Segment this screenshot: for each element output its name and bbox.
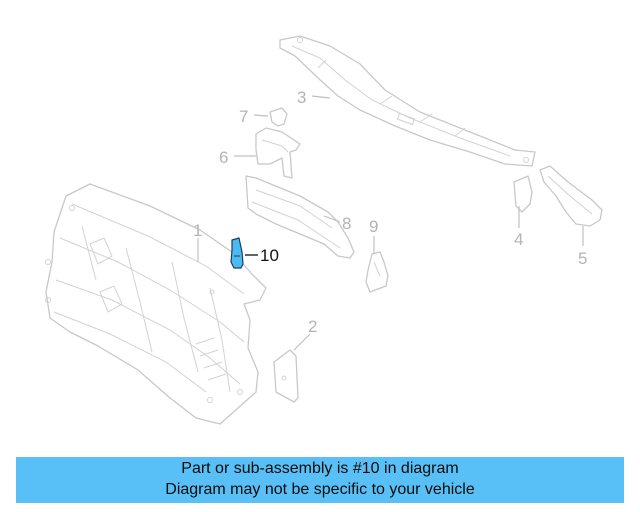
callout-6: 6 <box>219 148 228 167</box>
banner-line-1: Part or sub-assembly is #10 in diagram <box>181 460 459 477</box>
callout-4: 4 <box>514 230 523 249</box>
part-5-side-support <box>539 165 603 227</box>
callout-5: 5 <box>578 249 587 268</box>
part-1-radiator-support <box>45 183 267 425</box>
callout-2: 2 <box>308 317 317 336</box>
callout-3: 3 <box>297 88 306 107</box>
part-6-bracket <box>255 127 301 179</box>
callout-10: 10 <box>260 246 279 265</box>
leader-lines <box>197 95 584 351</box>
banner-line-2: Diagram may not be specific to your vehi… <box>165 481 475 498</box>
part-10-highlighted <box>230 237 244 269</box>
info-banner: Part or sub-assembly is #10 in diagram D… <box>16 457 624 503</box>
callout-7: 7 <box>239 107 248 126</box>
callout-1: 1 <box>193 221 202 240</box>
part-9-bracket <box>365 251 389 293</box>
parts-diagram: 1 2 3 4 5 6 7 8 9 10 <box>45 35 603 425</box>
callout-9: 9 <box>369 217 378 236</box>
callout-8: 8 <box>342 214 351 233</box>
part-4-side-bracket <box>513 175 533 213</box>
part-2-lower-bracket <box>273 349 299 403</box>
part-7-clip <box>269 107 288 127</box>
part-8-deflector <box>245 175 355 259</box>
part-3-upper-tie-bar <box>279 35 536 167</box>
